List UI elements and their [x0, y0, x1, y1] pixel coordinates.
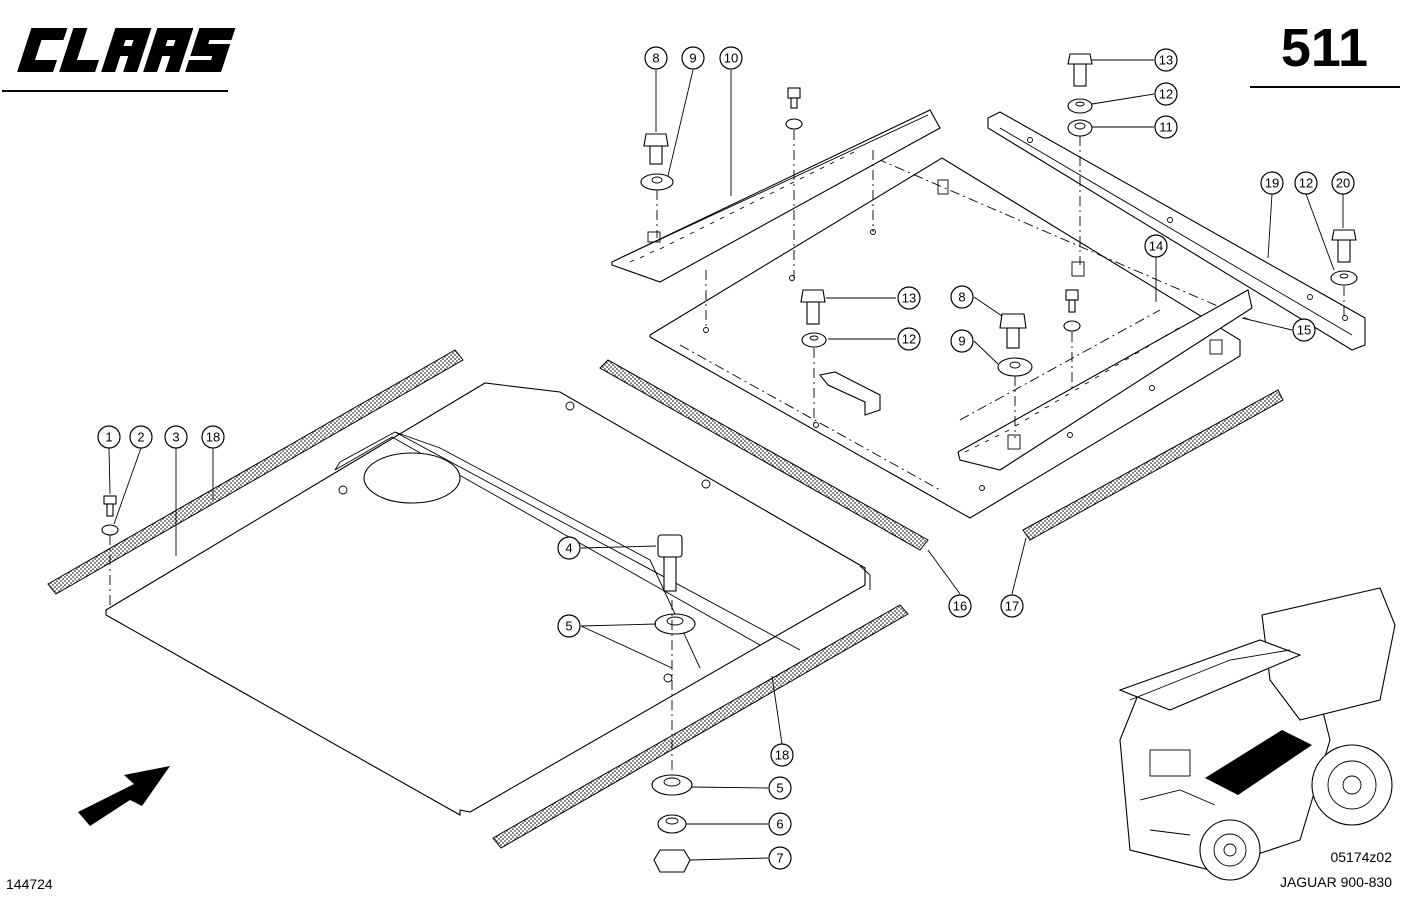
seal-strip-upper-left — [47, 349, 464, 595]
reference-code: 05174z02 — [1330, 849, 1392, 865]
fasteners — [101, 53, 1358, 873]
callout-13-middle: 13 — [897, 286, 921, 310]
callout-11: 11 — [1154, 115, 1178, 139]
leader-lines — [108, 59, 1344, 861]
callout-17: 17 — [1000, 594, 1024, 618]
svg-text:4: 4 — [565, 541, 572, 556]
callout-12-right: 12 — [1294, 171, 1318, 195]
svg-text:8: 8 — [652, 51, 659, 66]
callout-13-upper: 13 — [1154, 48, 1178, 72]
page-number-underline — [1250, 86, 1400, 88]
svg-text:5: 5 — [565, 619, 572, 634]
callout-2: 2 — [129, 425, 153, 449]
svg-text:12: 12 — [1159, 87, 1173, 102]
callout-10: 10 — [719, 46, 743, 70]
callout-8-middle: 8 — [950, 285, 974, 309]
svg-text:5: 5 — [776, 781, 783, 796]
svg-text:13: 13 — [1159, 53, 1173, 68]
svg-text:17: 17 — [1005, 599, 1019, 614]
callout-8-upper: 8 — [644, 46, 668, 70]
svg-text:11: 11 — [1159, 120, 1173, 135]
seal-strip-right — [1022, 389, 1284, 541]
callout-18-upper: 18 — [201, 425, 225, 449]
drawing-number: 144724 — [6, 876, 53, 892]
svg-text:12: 12 — [1299, 176, 1313, 191]
svg-text:6: 6 — [776, 817, 783, 832]
callout-5-upper: 5 — [557, 614, 581, 638]
toothed-rail-upper — [611, 109, 941, 283]
callout-12-upper: 12 — [1154, 82, 1178, 106]
svg-text:18: 18 — [206, 430, 220, 445]
toothed-rail-lower — [957, 289, 1253, 471]
svg-text:19: 19 — [1265, 176, 1279, 191]
svg-text:12: 12 — [902, 332, 916, 347]
callout-7: 7 — [768, 846, 792, 870]
machine-thumbnail — [1118, 587, 1396, 881]
svg-text:2: 2 — [137, 430, 144, 445]
callout-15: 15 — [1292, 318, 1316, 342]
callout-9-upper: 9 — [681, 46, 705, 70]
callout-12-middle: 12 — [897, 327, 921, 351]
callout-3: 3 — [164, 425, 188, 449]
svg-text:8: 8 — [958, 290, 965, 305]
logo-underline — [2, 90, 228, 92]
model-name: JAGUAR 900-830 — [1279, 874, 1392, 890]
callout-6: 6 — [768, 812, 792, 836]
svg-text:9: 9 — [958, 334, 965, 349]
callout-4: 4 — [557, 536, 581, 560]
svg-text:18: 18 — [775, 748, 789, 763]
svg-text:7: 7 — [776, 851, 783, 866]
lower-cover-panel — [105, 382, 871, 816]
fastener-axes — [109, 130, 1345, 772]
svg-text:16: 16 — [953, 599, 967, 614]
seal-strip-middle — [599, 359, 929, 551]
svg-text:13: 13 — [902, 291, 916, 306]
highlighted-area — [1205, 730, 1312, 795]
callout-20: 20 — [1331, 171, 1355, 195]
callout-1: 1 — [97, 425, 121, 449]
svg-text:10: 10 — [724, 51, 738, 66]
callout-16: 16 — [948, 594, 972, 618]
direction-arrow — [78, 766, 170, 826]
svg-text:3: 3 — [172, 430, 179, 445]
callout-5-lower: 5 — [768, 776, 792, 800]
svg-text:14: 14 — [1149, 239, 1163, 254]
seal-strip-lower — [492, 604, 909, 849]
page-number: 511 — [1280, 18, 1368, 78]
svg-text:1: 1 — [105, 430, 112, 445]
callout-9-middle: 9 — [950, 329, 974, 353]
svg-text:20: 20 — [1336, 176, 1350, 191]
support-bar — [987, 111, 1366, 351]
upper-cover-panel — [649, 157, 1251, 519]
callout-14: 14 — [1144, 234, 1168, 258]
svg-text:9: 9 — [689, 51, 696, 66]
claas-logo — [17, 28, 236, 72]
callout-18-lower: 18 — [770, 743, 794, 767]
svg-text:15: 15 — [1297, 323, 1311, 338]
callout-19: 19 — [1260, 171, 1284, 195]
